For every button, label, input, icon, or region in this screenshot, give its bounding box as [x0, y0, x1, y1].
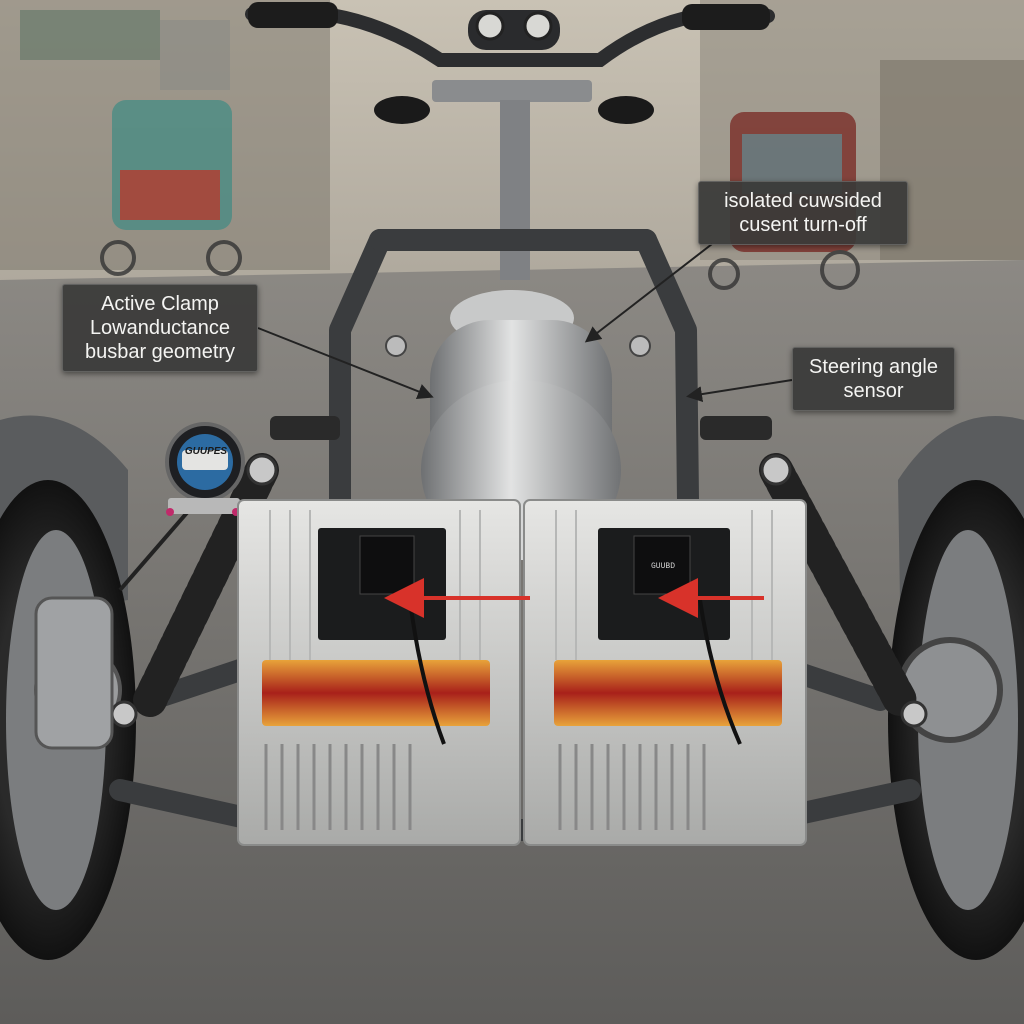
callout-line: sensor: [843, 380, 904, 402]
callout-line: isolated cuwsided: [724, 190, 882, 212]
callout-line: Steering angle: [809, 356, 938, 378]
callout-line: Lowanductance: [89, 317, 231, 339]
rickshaw-left: [100, 100, 242, 276]
power-module-left: [237, 499, 521, 846]
module-chip-label-right: GUUBD: [650, 562, 675, 571]
power-module-right: [523, 499, 807, 846]
brake-caliper-left: [34, 596, 114, 750]
shop-sign-left: [20, 10, 160, 60]
callout-line: cusent turn-off: [739, 214, 867, 236]
footpeg-left: [270, 416, 340, 440]
callout-active-clamp: Active Clamp Lowanductance busbar geomet…: [62, 284, 258, 372]
callout-line: Active Clamp: [101, 293, 219, 315]
leader-steering-sensor: [686, 379, 793, 403]
callout-steering-sensor: Steering angle sensor: [792, 347, 955, 411]
leader-active-clamp: [257, 327, 434, 400]
steering-angle-sensor: [118, 422, 245, 592]
footpeg-right: [700, 416, 772, 440]
callout-isolated-current: isolated cuwsided cusent turn-off: [698, 181, 908, 245]
callout-line: busbar geometry: [84, 341, 236, 363]
wheel-right: [888, 416, 1024, 960]
shop-sign-left-2: [160, 20, 230, 90]
leader-isolated-current: [584, 243, 713, 343]
gauge-brand-label: GUUPES: [184, 446, 228, 457]
